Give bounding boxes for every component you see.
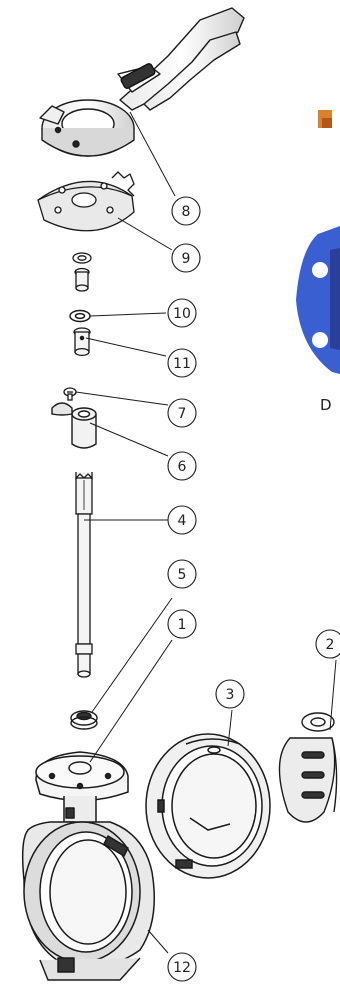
callout-10: 10: [167, 298, 197, 328]
bolt-11: [73, 327, 91, 357]
callout-label-2: 2: [326, 637, 335, 653]
callout-6: 6: [167, 451, 197, 481]
callout-label-10: 10: [173, 306, 191, 322]
valve-liner: [145, 733, 271, 879]
callout-9: 9: [171, 243, 201, 273]
callout-label-12: 12: [173, 960, 191, 976]
valve-stem: [75, 472, 93, 678]
valve-body: [21, 751, 156, 981]
callout-label-4: 4: [178, 513, 187, 529]
callout-4: 4: [167, 505, 197, 535]
callout-label-3: 3: [226, 687, 235, 703]
valve-photo-thumbnail: [296, 110, 340, 374]
washer-upper: [72, 252, 92, 264]
bolt-upper: [74, 267, 90, 292]
washer-10: [69, 309, 91, 323]
callout-label-11: 11: [173, 356, 191, 372]
callout-7: 7: [167, 398, 197, 428]
bushing-6: [51, 402, 97, 449]
callout-11: 11: [167, 348, 197, 378]
side-label: D: [320, 396, 332, 414]
valve-disc: [278, 712, 338, 823]
callout-label-8: 8: [182, 204, 191, 220]
callout-label-9: 9: [182, 251, 191, 267]
callout-12: 12: [167, 952, 197, 982]
callout-label-5: 5: [178, 567, 187, 583]
screw-7: [63, 387, 77, 401]
callout-1: 1: [167, 609, 197, 639]
callout-2: 2: [315, 629, 340, 659]
callout-label-1: 1: [178, 617, 187, 633]
leader-lines: [75, 111, 337, 954]
handle-lever: [39, 7, 245, 157]
callout-label-7: 7: [178, 406, 187, 422]
callout-label-6: 6: [178, 459, 187, 475]
seal-ring-5: [70, 710, 98, 730]
callout-3: 3: [215, 679, 245, 709]
index-plate: [37, 171, 135, 232]
callout-5: 5: [167, 559, 197, 589]
callout-8: 8: [171, 196, 201, 226]
